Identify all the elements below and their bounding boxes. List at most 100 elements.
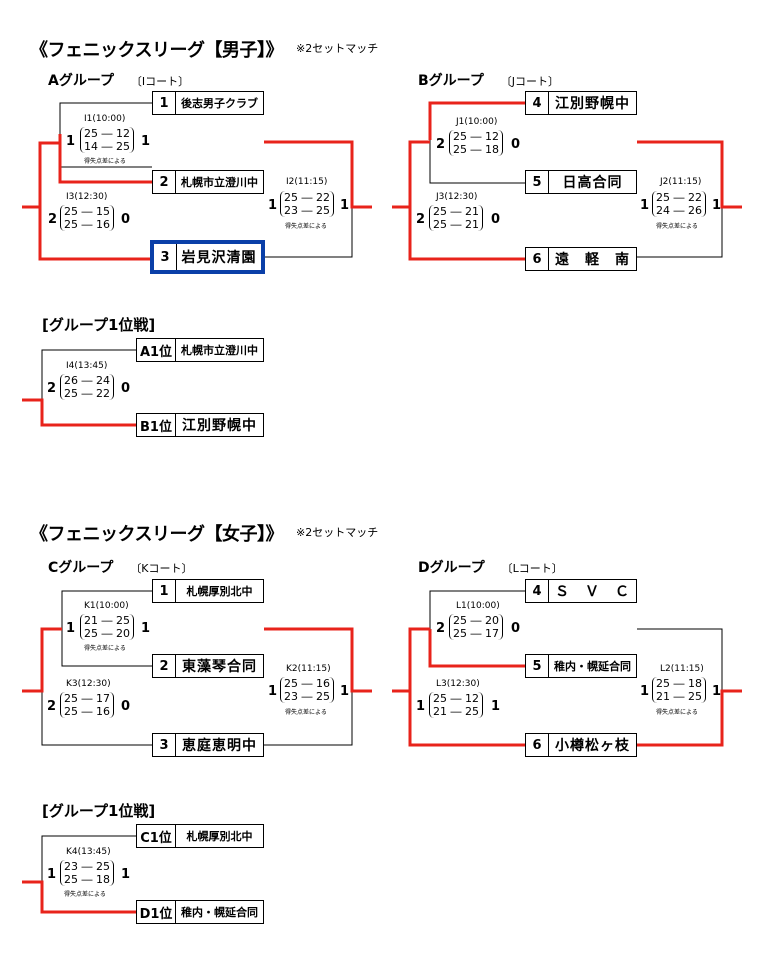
group-a-title: Aグループ 〔Iコート〕	[48, 73, 190, 89]
team-box-final-c1: C1位 札幌厚別北中	[136, 824, 264, 848]
team-box-final-b1: B1位 江別野幌中	[136, 413, 264, 437]
team-name: 江別野幌中	[182, 418, 257, 434]
team-name: 札幌厚別北中	[186, 585, 253, 598]
team-box-b4: 4 江別野幌中	[525, 91, 637, 115]
match-left-result: 1	[640, 198, 650, 213]
match-label: I2(11:15)	[286, 177, 328, 187]
team-number: 3	[153, 734, 176, 756]
set-score-2: 25 ― 16	[64, 705, 110, 718]
match-left-result: 1	[268, 684, 278, 699]
match-note: 得失点差による	[656, 223, 698, 230]
team-box-c2: 2 東藻琴合同	[152, 654, 264, 678]
match-note: 得失点差による	[84, 158, 126, 165]
match-score-box: 26 ― 24 25 ― 22	[60, 374, 114, 400]
set-score-1: 25 ― 12	[84, 127, 130, 140]
team-box-d4: 4 Ｓ Ｖ Ｃ	[525, 579, 637, 603]
team-box-final-a1: A1位 札幌市立澄川中	[136, 338, 264, 362]
team-box-d5: 5 稚内・幌延合同	[525, 654, 637, 678]
match-left-result: 1	[268, 198, 278, 213]
group-c-title: Cグループ 〔Kコート〕	[48, 560, 193, 576]
team-name: 札幌市立澄川中	[181, 344, 258, 357]
match-right-result: 0	[491, 212, 501, 227]
match-note: 得失点差による	[64, 891, 106, 898]
match-label: J1(10:00)	[456, 117, 498, 127]
group-c-court: 〔Kコート〕	[130, 562, 193, 575]
match-note: 得失点差による	[285, 709, 327, 716]
team-name: 恵庭恵明中	[182, 738, 257, 754]
set-score-1: 23 ― 25	[64, 860, 110, 873]
boys-set-note: ※2セットマッチ	[296, 42, 379, 55]
team-name: 東藻琴合同	[182, 659, 257, 675]
team-number: 4	[526, 92, 549, 114]
team-number: 1	[153, 92, 176, 114]
girls-final-title: [グループ1位戦]	[42, 802, 156, 820]
team-name: 稚内・幌延合同	[554, 660, 631, 673]
set-score-2: 25 ― 18	[453, 143, 499, 156]
girls-set-note: ※2セットマッチ	[296, 526, 379, 539]
match-right-result: 0	[121, 212, 131, 227]
team-box-d6: 6 小樽松ヶ枝	[525, 733, 637, 757]
match-score-box: 25 ― 12 14 ― 25	[80, 127, 134, 153]
team-number: 5	[526, 171, 549, 193]
match-right-result: 0	[511, 621, 521, 636]
match-label: J3(12:30)	[436, 192, 478, 202]
match-label: I1(10:00)	[84, 114, 126, 124]
boys-final-title: [グループ1位戦]	[42, 316, 156, 334]
match-right-result: 0	[121, 381, 131, 396]
set-score-1: 25 ― 20	[453, 614, 499, 627]
match-left-result: 1	[416, 699, 426, 714]
match-left-result: 1	[640, 684, 650, 699]
team-number: 4	[526, 580, 549, 602]
match-score-box: 25 ― 22 24 ― 26	[652, 191, 706, 217]
match-left-result: 1	[47, 867, 57, 882]
team-number: 2	[153, 171, 176, 193]
set-score-1: 25 ― 18	[656, 677, 702, 690]
match-score-box: 23 ― 25 25 ― 18	[60, 860, 114, 886]
team-box-a2: 2 札幌市立澄川中	[152, 170, 264, 194]
match-right-result: 1	[141, 134, 151, 149]
team-number: 3	[154, 244, 177, 270]
set-score-1: 25 ― 12	[433, 692, 479, 705]
set-score-1: 25 ― 17	[64, 692, 110, 705]
set-score-1: 25 ― 15	[64, 205, 110, 218]
team-name: 札幌厚別北中	[186, 830, 253, 843]
match-left-result: 2	[47, 699, 57, 714]
match-label: L1(10:00)	[456, 601, 500, 611]
match-right-result: 1	[712, 198, 722, 213]
group-a-court: 〔Iコート〕	[130, 75, 190, 88]
match-label: L3(12:30)	[436, 679, 480, 689]
match-score-box: 25 ― 12 25 ― 18	[449, 130, 503, 156]
match-score-box: 25 ― 15 25 ― 16	[60, 205, 114, 231]
match-note: 得失点差による	[84, 645, 126, 652]
match-right-result: 1	[121, 867, 131, 882]
team-box-c1: 1 札幌厚別北中	[152, 579, 264, 603]
match-right-result: 1	[141, 621, 151, 636]
team-name: 岩見沢清園	[181, 250, 257, 266]
team-name: 江別野幌中	[555, 96, 630, 112]
match-label: K3(12:30)	[66, 679, 111, 689]
girls-section-title: 《フェニックスリーグ【女子】》	[30, 524, 283, 545]
match-right-result: 1	[491, 699, 501, 714]
match-left-result: 1	[66, 621, 76, 636]
match-right-result: 1	[712, 684, 722, 699]
set-score-1: 25 ― 22	[284, 191, 330, 204]
team-number: 2	[153, 655, 176, 677]
match-label: K1(10:00)	[84, 601, 129, 611]
set-score-2: 25 ― 21	[433, 218, 479, 231]
match-label: J2(11:15)	[660, 177, 702, 187]
match-label: L2(11:15)	[660, 664, 704, 674]
match-right-result: 0	[511, 137, 521, 152]
match-left-result: 2	[436, 621, 446, 636]
team-rank: B1位	[137, 414, 176, 436]
match-score-box: 25 ― 12 21 ― 25	[429, 692, 483, 718]
match-right-result: 1	[340, 198, 350, 213]
team-number: 6	[526, 248, 549, 270]
match-label: K4(13:45)	[66, 847, 111, 857]
set-score-1: 25 ― 12	[453, 130, 499, 143]
set-score-2: 25 ― 17	[453, 627, 499, 640]
set-score-2: 23 ― 25	[284, 690, 330, 703]
team-box-a1: 1 後志男子クラブ	[152, 91, 264, 115]
group-b-title: Bグループ 〔Jコート〕	[418, 73, 559, 89]
match-score-box: 25 ― 18 21 ― 25	[652, 677, 706, 703]
boys-section-title: 《フェニックスリーグ【男子】》	[30, 40, 283, 61]
